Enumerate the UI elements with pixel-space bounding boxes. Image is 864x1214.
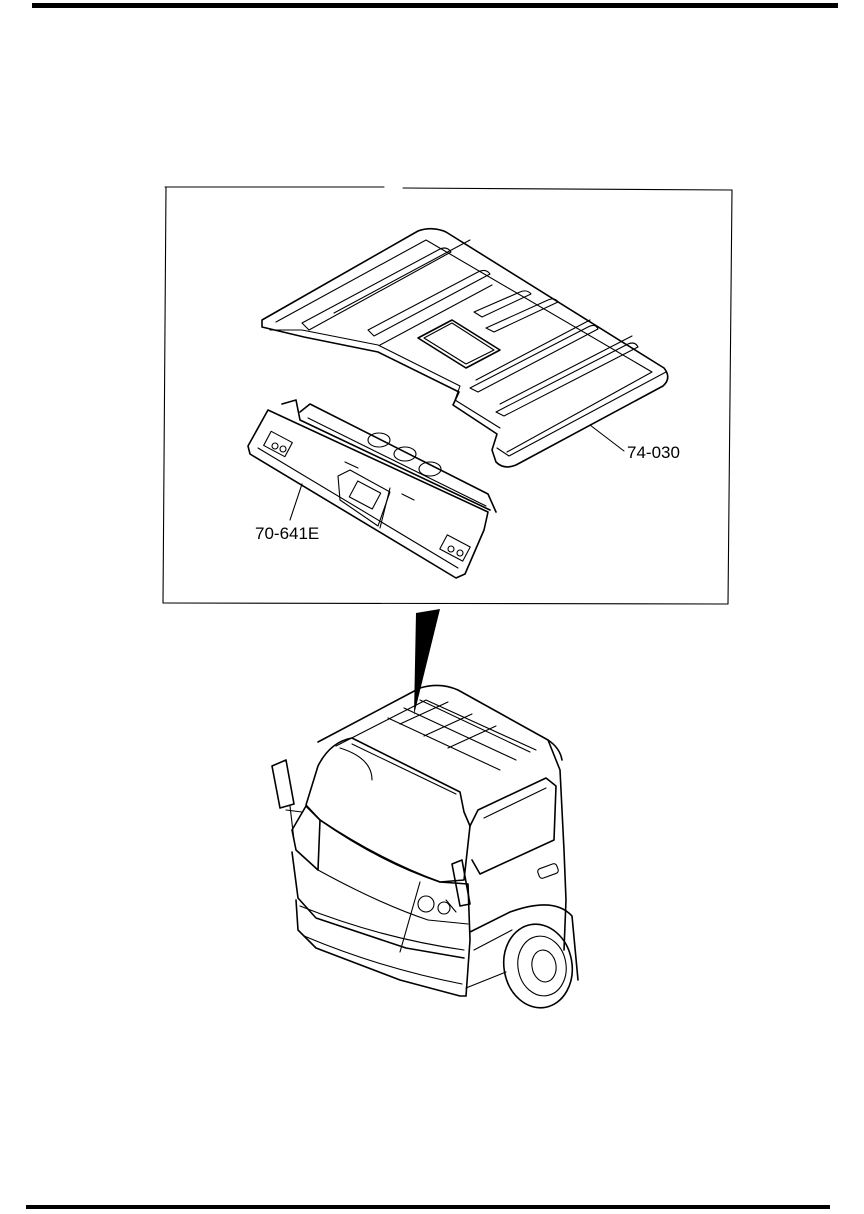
truck-cab-drawing [271, 684, 579, 1009]
detail-frame [162, 186, 733, 605]
header-panel-drawing [247, 399, 497, 579]
bottom-rule [26, 1205, 830, 1209]
detail-pointer [414, 609, 440, 715]
top-rule [32, 3, 838, 8]
roof-panel-drawing [261, 227, 669, 468]
part-label-74-030: 74-030 [627, 443, 680, 462]
part-label-70-641e: 70-641E [255, 524, 319, 543]
